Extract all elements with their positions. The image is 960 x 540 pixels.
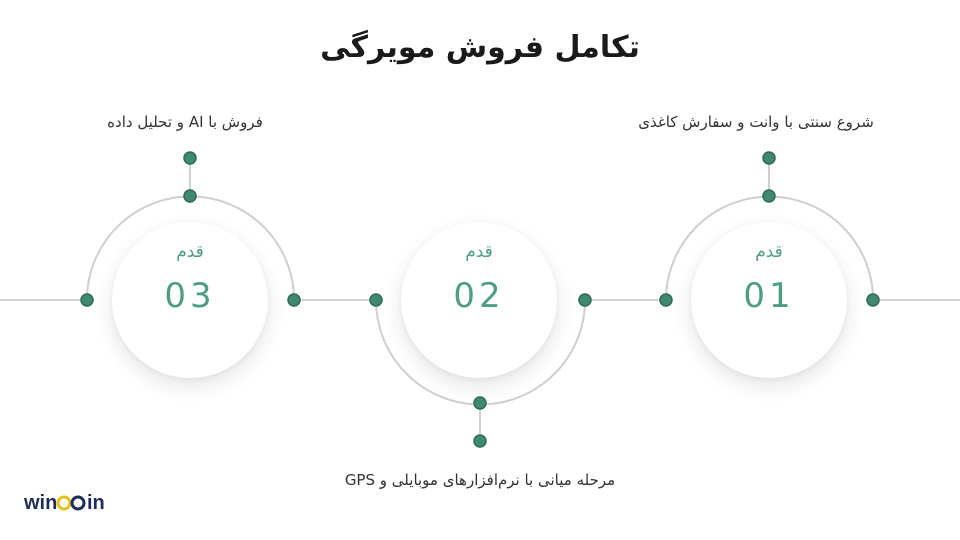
step-2-right-dot xyxy=(578,293,592,307)
step-3-stem-dot xyxy=(183,151,197,165)
step-1-left-dot xyxy=(659,293,673,307)
step-1-right-dot xyxy=(866,293,880,307)
step-1-label: قدم xyxy=(755,242,783,262)
step-1-circle: قدم 01 xyxy=(691,222,847,378)
step-1-caption: شروع سنتی با وانت و سفارش کاغذی xyxy=(638,113,874,131)
step-1-top-dot xyxy=(762,189,776,203)
step-2-label: قدم xyxy=(465,242,493,262)
svg-text:win: win xyxy=(24,492,57,514)
step-3-circle: قدم 03 xyxy=(112,222,268,378)
step-2-number: 02 xyxy=(453,276,505,316)
step-3-right-dot xyxy=(287,293,301,307)
step-2-caption: مرحله میانی با نرم‌افزارهای موبایلی و GP… xyxy=(344,471,616,489)
step-3-label: قدم xyxy=(176,242,204,262)
step-3-top-dot xyxy=(183,189,197,203)
step-1-number: 01 xyxy=(743,276,795,316)
svg-text:in: in xyxy=(87,492,105,514)
step-2-left-dot xyxy=(369,293,383,307)
wincoin-logo-icon: win in xyxy=(24,492,105,514)
step-2-circle: قدم 02 xyxy=(401,222,557,378)
step-2-stem-dot xyxy=(473,434,487,448)
step-2-bottom-dot xyxy=(473,396,487,410)
page-title: تکامل فروش مویرگی xyxy=(320,30,640,65)
step-3-number: 03 xyxy=(164,276,216,316)
step-3-left-dot xyxy=(80,293,94,307)
step-1-stem-dot xyxy=(762,151,776,165)
step-3-caption: فروش با AI و تحلیل داده xyxy=(107,113,263,131)
